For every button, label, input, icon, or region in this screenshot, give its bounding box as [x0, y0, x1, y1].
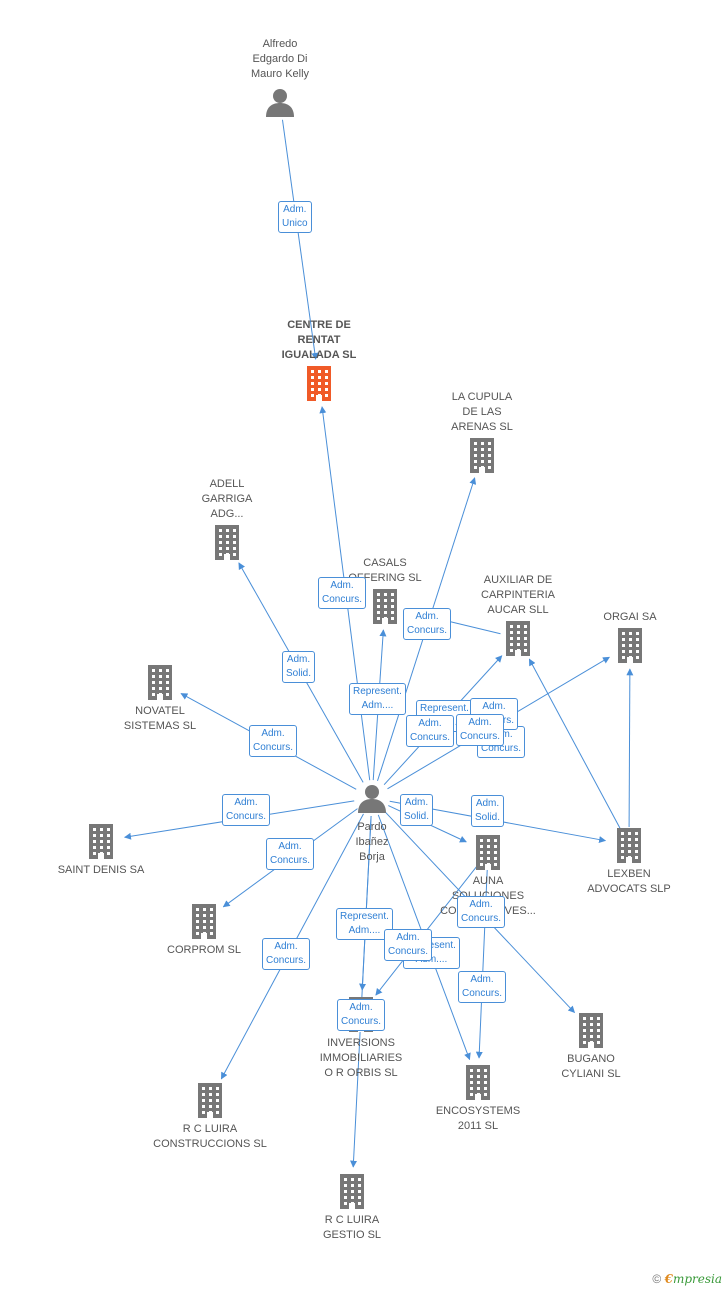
node-label-bugano[interactable]: BUGANO CYLIANI SL [561, 1053, 621, 1080]
edge-label[interactable]: Adm. Concurs. [458, 971, 507, 1003]
company-building-icon[interactable] [337, 1173, 367, 1214]
node-label-encosystems[interactable]: ENCOSYSTEMS 2011 SL [435, 1105, 521, 1132]
node-label-rcgestio[interactable]: R C LUIRA GESTIO SL [322, 1214, 382, 1241]
node-label-saintdenis[interactable]: SAINT DENIS SA [57, 864, 145, 876]
edge-label[interactable]: Adm. Concurs. [266, 838, 315, 870]
edge-lexben-auxiliar [528, 658, 621, 830]
edge-label[interactable]: Adm. Concurs. [222, 794, 271, 826]
edge-label[interactable]: Adm. Concurs. [337, 999, 386, 1031]
edge-label[interactable]: Represent. Adm.... [349, 683, 406, 715]
node-label-novatel[interactable]: NOVATEL SISTEMAS SL [123, 705, 197, 732]
node-label-inversions[interactable]: INVERSIONS IMMOBILIARIES O R ORBIS SL [319, 1037, 403, 1079]
edge-label[interactable]: Adm. Solid. [471, 795, 505, 827]
node-label-rcconstruccions[interactable]: R C LUIRA CONSTRUCCIONS SL [153, 1123, 267, 1150]
node-label-corprom[interactable]: CORPROM SL [167, 944, 241, 956]
company-building-icon[interactable] [503, 620, 533, 661]
node-label-orgai[interactable]: ORGAI SA [603, 611, 657, 623]
edge-label[interactable]: Adm. Unico [278, 201, 312, 233]
copyright-symbol: © [652, 1272, 662, 1286]
edge-label[interactable]: Adm. Concurs. [384, 929, 433, 961]
edge-label[interactable]: Adm. Concurs. [406, 715, 455, 747]
node-label-adell[interactable]: ADELL GARRIGA ADG... [201, 478, 253, 520]
node-label-auxiliar[interactable]: AUXILIAR DE CARPINTERIA AUCAR SLL [481, 574, 555, 616]
edge-label[interactable]: Adm. Concurs. [457, 896, 506, 928]
main-company-building-icon[interactable] [304, 365, 334, 406]
company-building-icon[interactable] [576, 1012, 606, 1053]
company-building-icon[interactable] [86, 823, 116, 864]
node-label-alfredo[interactable]: Alfredo Edgardo Di Mauro Kelly [250, 38, 310, 80]
company-building-icon[interactable] [467, 437, 497, 478]
edge-label[interactable]: Represent. Adm.... [336, 908, 393, 940]
company-building-icon[interactable] [473, 834, 503, 875]
company-building-icon[interactable] [212, 524, 242, 565]
edge-label[interactable]: Adm. Concurs. [403, 608, 452, 640]
edge-label[interactable]: Adm. Concurs. [249, 725, 298, 757]
company-building-icon[interactable] [463, 1064, 493, 1105]
edge-label[interactable]: Adm. Concurs. [262, 938, 311, 970]
edge-label[interactable]: Adm. Concurs. [318, 577, 367, 609]
empresia-logo: €mpresia [664, 1272, 722, 1286]
company-building-icon[interactable] [615, 627, 645, 668]
edge-label[interactable]: Adm. Concurs. [456, 714, 505, 746]
edge-alfredo-centre [281, 119, 319, 360]
node-label-pardo[interactable]: Pardo Ibañez Borja [355, 821, 389, 863]
edge-pardo-rcgestio [350, 815, 372, 1168]
footer-brand: © €mpresia [652, 1272, 722, 1286]
company-building-icon[interactable] [195, 1082, 225, 1123]
edge-label[interactable]: Adm. Solid. [400, 794, 434, 826]
company-building-icon[interactable] [145, 664, 175, 705]
person-icon[interactable] [265, 87, 295, 122]
company-building-icon[interactable] [370, 588, 400, 629]
edge-lexben-orgai [626, 668, 634, 828]
edge-label[interactable]: Adm. Solid. [282, 651, 316, 683]
company-building-icon[interactable] [189, 903, 219, 944]
node-label-lexben[interactable]: LEXBEN ADVOCATS SLP [587, 868, 671, 895]
person-icon[interactable] [357, 783, 387, 818]
company-building-icon[interactable] [614, 827, 644, 868]
node-label-cupula[interactable]: LA CUPULA DE LAS ARENAS SL [451, 391, 513, 433]
node-label-centre[interactable]: CENTRE DE RENTAT IGUALADA SL [281, 319, 357, 361]
